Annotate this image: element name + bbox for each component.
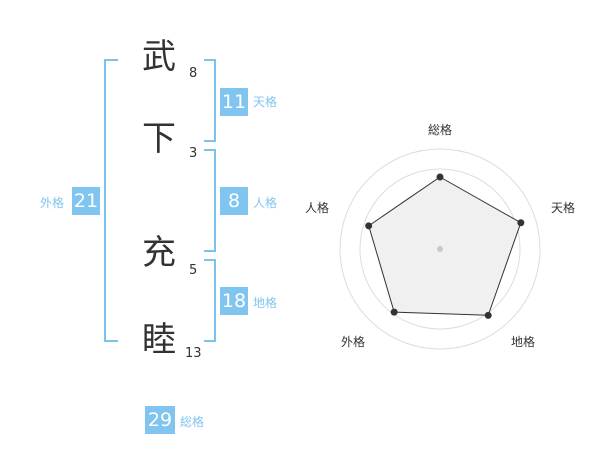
chikaku-value-box: 18 [220,287,248,315]
radar-label-tenkaku: 天格 [551,201,576,215]
radar-label-soukaku: 総格 [428,123,453,137]
stroke-count-3: 5 [189,263,198,278]
gaikaku-bracket [104,59,118,342]
name-char-2: 下 [142,119,176,159]
radar-label-jinkaku: 人格 [305,201,330,215]
jinkaku-value-box: 8 [220,187,248,215]
radar-ring [359,168,521,330]
radar-point [436,173,444,181]
tenkaku-value-box: 11 [220,88,248,116]
stroke-count-2: 3 [189,146,198,161]
chikaku-label: 地格 [253,296,278,310]
tenkaku-bracket [204,59,216,142]
name-char-4: 睦 [142,320,176,360]
radar-center-dot [437,246,443,252]
stroke-count-1: 8 [189,66,198,81]
name-char-1: 武 [142,37,176,77]
radar-point [390,308,398,316]
radar-polygon [368,176,522,316]
radar-label-chikaku: 地格 [511,335,536,349]
jinkaku-bracket [204,149,216,252]
radar-point [365,222,373,230]
gaikaku-value-box: 21 [72,187,100,215]
gaikaku-label: 外格 [40,196,65,210]
soukaku-label: 総格 [180,415,205,429]
jinkaku-label: 人格 [253,196,278,210]
radar-label-gaikaku: 外格 [341,335,366,349]
radar-ring [339,148,541,350]
soukaku-value-box: 29 [145,406,175,434]
stroke-count-4: 13 [185,346,202,361]
chikaku-bracket [204,259,216,342]
radar-point [517,219,525,227]
radar-point [484,311,492,319]
name-char-3: 充 [142,233,176,273]
tenkaku-label: 天格 [253,95,278,109]
